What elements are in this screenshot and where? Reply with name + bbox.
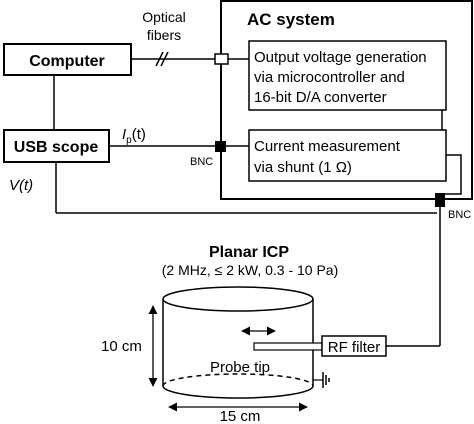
bnc-label-left: BNC [190,156,213,168]
rf-filter-box [321,335,387,357]
fiber-bundle-mark-2 [160,51,169,67]
wire-current-to-bnc [437,154,462,195]
vt-label: V(t) [9,177,33,194]
output-generation-line-2: via microcontroller and [254,69,405,86]
chamber-top [162,286,314,312]
rf-filter-label: RF filter [328,339,381,356]
ground-icon [313,372,330,388]
bnc-label-right: BNC [448,209,471,221]
width-label: 15 cm [220,408,261,424]
bnc-connector-left [215,141,226,152]
height-label: 10 cm [101,338,142,355]
output-generation-line-1: Output voltage generation [254,49,427,66]
fiber-bundle-mark-1 [155,51,164,67]
plasma-title: Planar ICP [209,244,289,261]
chamber-bottom-back [162,373,314,387]
ac-system-title: AC system [247,10,335,29]
ip-label: Ip(t) [122,126,146,146]
bnc-connector-right [435,193,445,207]
current-measurement-line-1: Current measurement [254,138,401,155]
probe-tip-label: Probe tip [210,359,270,376]
current-measurement-line-2: via shunt (1 Ω) [254,159,352,176]
output-generation-line-3: 16-bit D/A converter [254,89,387,106]
optical-label-line-1: Optical [142,9,186,25]
usb-scope-label: USB scope [14,139,99,156]
probe-shaft [253,342,323,351]
output-generation-box [248,40,447,111]
ac-system-box [220,0,473,200]
computer-label: Computer [29,53,105,70]
optical-connector [214,53,229,65]
optical-label-line-2: fibers [147,27,181,43]
plasma-parameters: (2 MHz, ≤ 2 kW, 0.3 - 10 Pa) [162,262,339,278]
chamber-bottom-front [162,385,314,399]
